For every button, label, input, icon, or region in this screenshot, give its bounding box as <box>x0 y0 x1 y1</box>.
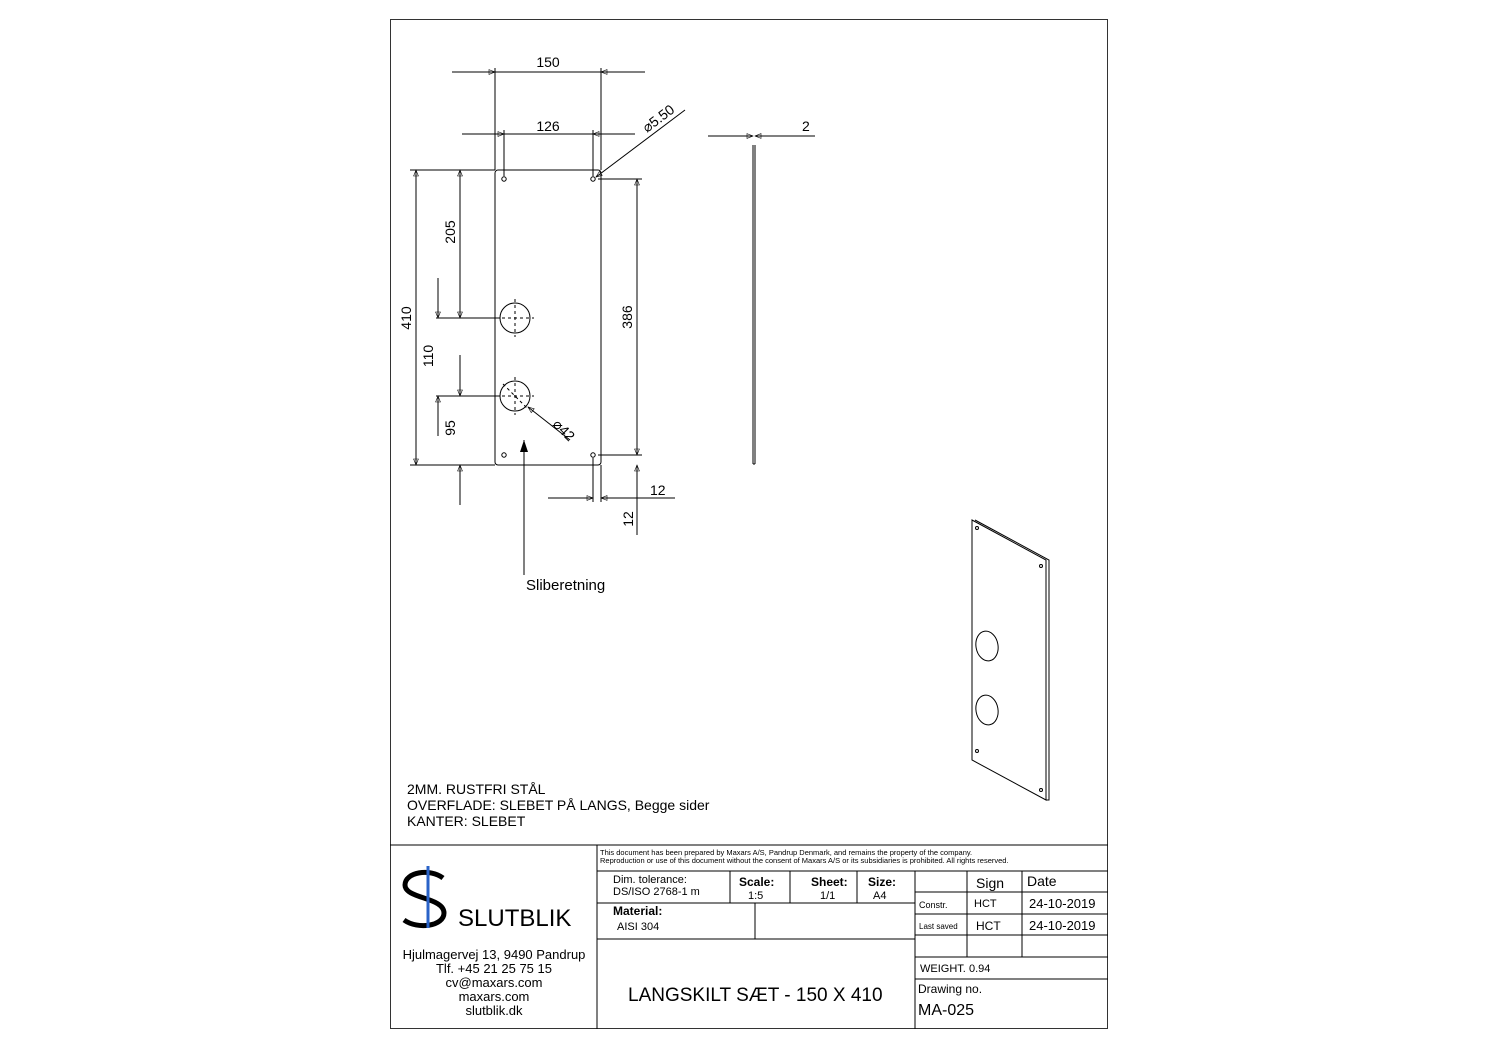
dim-hole-to-hole: 110 <box>420 345 436 368</box>
constr-date: 24-10-2019 <box>1029 896 1096 911</box>
material-label: Material: <box>613 904 662 918</box>
lastsaved-sign: HCT <box>976 919 1001 933</box>
dim-hole-spacing-x: 126 <box>536 118 560 134</box>
dim-lower-hole: 95 <box>442 420 458 436</box>
isometric-hole <box>975 694 999 726</box>
constr-sign: HCT <box>974 898 997 910</box>
size-label: Size: <box>868 875 896 889</box>
lastsaved-label: Last saved <box>919 922 958 931</box>
small-hole <box>501 176 507 182</box>
company-phone: Tlf. +45 21 25 75 15 <box>436 961 552 976</box>
note-line: KANTER: SLEBET <box>407 813 526 829</box>
isometric-plate <box>971 519 1047 801</box>
dim-upper-hole: 205 <box>442 220 458 244</box>
material-value: AISI 304 <box>617 921 659 933</box>
date-header: Date <box>1027 873 1057 889</box>
isometric-hole <box>975 630 999 662</box>
company-web1: maxars.com <box>459 989 530 1004</box>
material-notes: 2MM. RUSTFRI STÅL OVERFLADE: SLEBET PÅ L… <box>407 781 709 829</box>
dim-thickness: 2 <box>802 118 810 134</box>
drawing-title: LANGSKILT SÆT - 150 X 410 <box>628 985 883 1006</box>
small-hole <box>501 452 507 458</box>
slutblik-logo <box>402 866 447 929</box>
weight-value: 0.94 <box>969 963 990 975</box>
small-hole <box>590 176 596 182</box>
dim-big-hole-dia: ⌀42 <box>550 416 578 444</box>
disclaimer-line1: This document has been prepared by Maxar… <box>600 848 972 857</box>
scale-value: 1:5 <box>748 890 763 902</box>
dim-plate-height: 410 <box>398 306 414 330</box>
dim-edge-offset-x: 12 <box>650 482 666 498</box>
drawing-sheet-border <box>390 19 1108 1029</box>
drawing-no: MA-025 <box>918 1002 974 1019</box>
tolerance-label: Dim. tolerance: <box>613 874 687 886</box>
small-hole <box>590 452 596 458</box>
weight-label: WEIGHT. <box>920 963 966 975</box>
note-line: 2MM. RUSTFRI STÅL <box>407 781 546 797</box>
company-address: Hjulmagervej 13, 9490 Pandrup <box>403 947 586 962</box>
company-email: cv@maxars.com <box>446 975 543 990</box>
dim-width: 150 <box>536 54 560 70</box>
disclaimer-line2: Reproduction or use of this document wit… <box>600 856 1009 865</box>
drawing-no-label: Drawing no. <box>918 982 982 996</box>
size-value: A4 <box>873 890 886 902</box>
dim-small-hole-spacing-y: 386 <box>619 305 635 329</box>
sign-header: Sign <box>976 875 1004 891</box>
scale-label: Scale: <box>739 875 774 889</box>
dim-edge-offset-y: 12 <box>620 511 636 527</box>
note-line: OVERFLADE: SLEBET PÅ LANGS, Begge sider <box>407 797 710 813</box>
constr-label: Constr. <box>919 900 948 910</box>
company-web2: slutblik.dk <box>465 1003 523 1018</box>
brand-name: SLUTBLIK <box>458 905 571 932</box>
sheet-value: 1/1 <box>820 890 835 902</box>
lastsaved-date: 24-10-2019 <box>1029 918 1096 933</box>
sheet-label: Sheet: <box>811 875 848 889</box>
tolerance-value: DS/ISO 2768-1 m <box>613 886 700 898</box>
grain-direction-label: Sliberetning <box>526 577 605 594</box>
